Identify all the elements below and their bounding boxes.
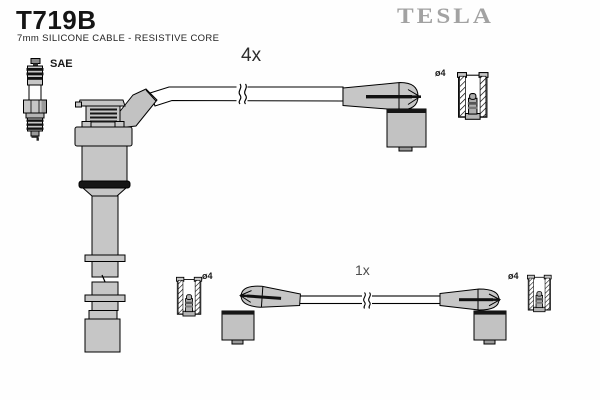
diameter-label-right: ø4 [508,271,519,281]
coil-boot-icon [74,88,158,353]
coil-cable-4x [149,83,344,107]
cable-break-icon [236,83,248,105]
socket-cross-section-icon [456,72,489,120]
socket-cross-section-icon [175,276,203,317]
single-cable-1x [283,292,445,309]
part-number: T719B [16,5,97,35]
right-angle-boot-icon [439,288,507,345]
brand-logo: TESLA [397,4,494,29]
cable-break-icon [362,292,372,309]
sae-standard-label: SAE [50,58,73,70]
socket-cross-section-icon [526,274,552,313]
right-angle-boot-icon [221,285,301,345]
right-angle-boot-icon [342,81,427,152]
quantity-label-4x: 4x [241,45,262,66]
quantity-label-1x: 1x [355,262,370,278]
diameter-label-left: ø4 [202,271,213,281]
product-description: 7mm SILICONE CABLE - RESISTIVE CORE [17,33,220,44]
spark-plug-icon [23,58,47,141]
diameter-label-top: ø4 [435,68,446,78]
